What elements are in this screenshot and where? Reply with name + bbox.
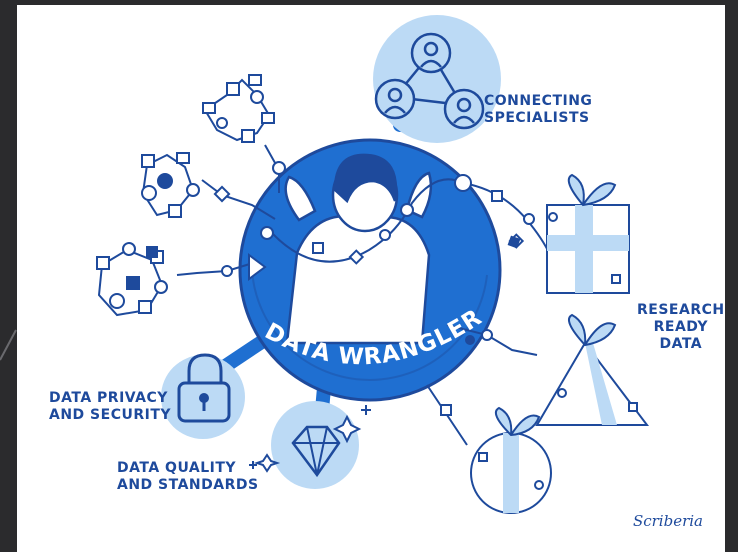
data-nodes-dark <box>465 235 521 345</box>
gift-package-circle <box>470 406 552 514</box>
data-nodes <box>213 161 535 416</box>
label-data-privacy: DATA PRIVACY AND SECURITY <box>49 390 172 423</box>
privacy-badge <box>161 353 245 439</box>
connecting-specialists-badge <box>373 15 501 143</box>
label-research-ready-data: RESEARCH READY DATA <box>637 302 725 352</box>
viewer-edge-mark <box>0 329 17 361</box>
label-connecting-specialists: CONNECTING SPECIALISTS <box>484 93 593 126</box>
data-wrangler-illustration: DATA WRANGLER <box>96 15 650 514</box>
quality-badge <box>249 401 371 489</box>
illustration-canvas: DATA WRANGLER CONNECTING SPECIALISTS RES… <box>17 5 725 552</box>
messy-network-low <box>96 242 168 317</box>
label-data-quality: DATA QUALITY AND STANDARDS <box>117 460 259 493</box>
messy-network-top <box>202 74 275 143</box>
gift-package-box <box>546 173 630 294</box>
gift-package-triangle <box>535 313 650 426</box>
messy-network-mid <box>141 152 200 218</box>
scriberia-signature: Scriberia <box>632 512 703 530</box>
